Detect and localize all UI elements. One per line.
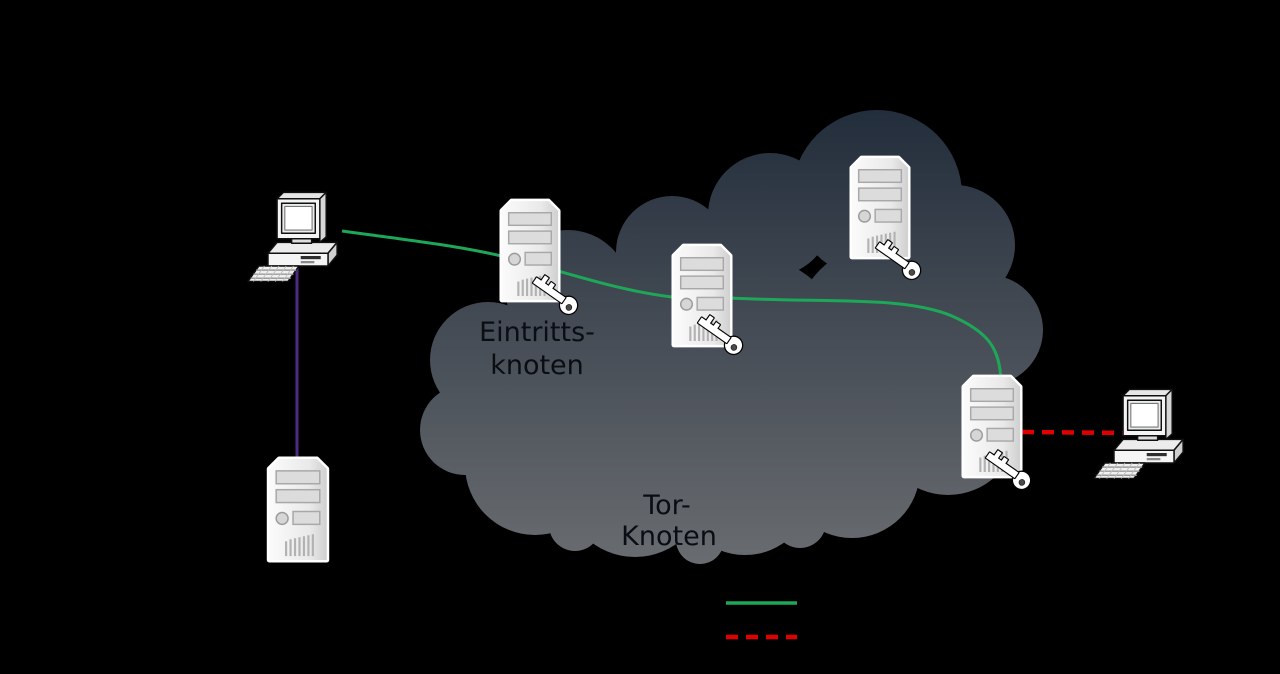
entry-node-label-line2: knoten	[490, 350, 584, 381]
node-labels: Eintritts- knoten Tor- Knoten	[479, 317, 717, 552]
exit-node	[964, 377, 1037, 494]
server-icon	[269, 459, 326, 560]
legend	[726, 601, 797, 640]
client-computer-icon	[247, 191, 338, 283]
tor-node-label-line2: Knoten	[621, 521, 717, 552]
unencrypted-route-line	[1021, 429, 1129, 436]
directory-server	[269, 459, 326, 560]
server-icon	[674, 246, 730, 345]
entry-node-label-line1: Eintritts-	[479, 317, 595, 348]
tor-node-label-line1: Tor-	[642, 490, 691, 521]
